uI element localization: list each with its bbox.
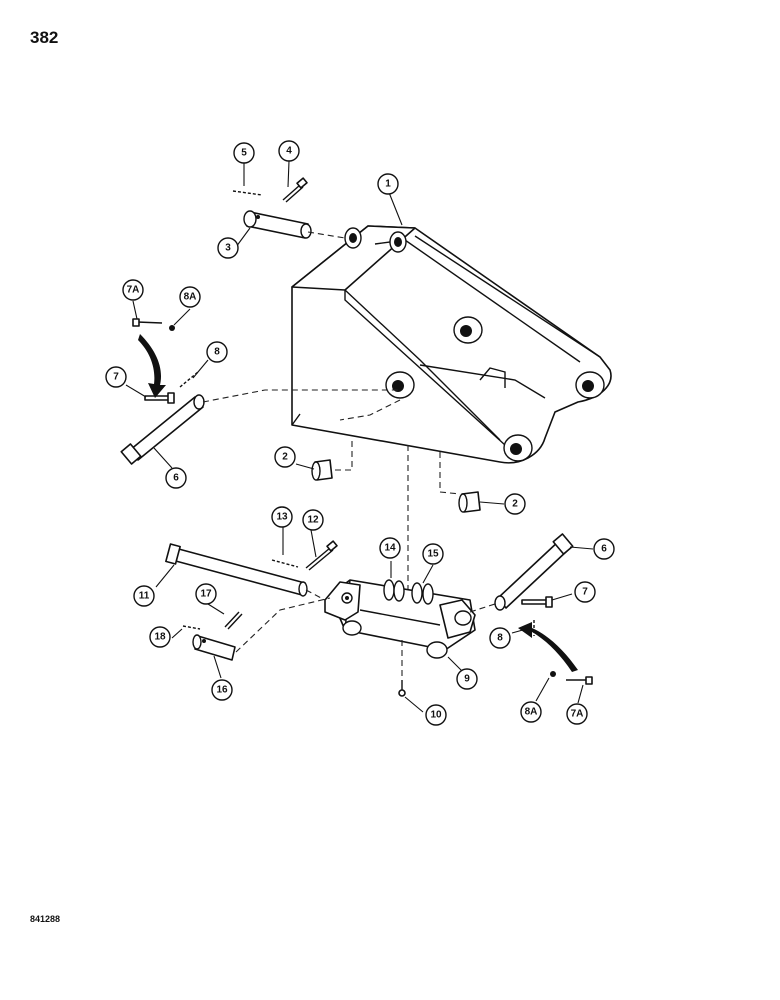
bolt-part <box>282 177 308 203</box>
svg-text:3: 3 <box>225 243 231 254</box>
svg-text:17: 17 <box>200 589 212 600</box>
svg-text:10: 10 <box>430 710 442 721</box>
svg-text:9: 9 <box>464 674 470 685</box>
left-lock-nut-part <box>169 325 175 331</box>
callout-9: 9 <box>456 668 478 690</box>
svg-text:7A: 7A <box>127 285 140 296</box>
short-pin-bolt-part <box>224 611 243 630</box>
svg-text:12: 12 <box>307 515 319 526</box>
left-lock-bolt-part <box>132 318 163 327</box>
callout-1: 1 <box>377 173 399 195</box>
pivot-block-part <box>324 579 476 659</box>
callout-8A-left: 8A <box>179 286 201 308</box>
callout-7A-left: 7A <box>122 279 144 301</box>
callout-10: 10 <box>425 704 447 726</box>
page-number: 382 <box>30 28 59 47</box>
svg-text:7: 7 <box>113 372 119 383</box>
long-pin-bolt-part <box>305 540 338 571</box>
bushing-part-right <box>458 491 481 513</box>
svg-text:8: 8 <box>497 633 503 644</box>
leader-lines <box>125 160 594 713</box>
svg-text:6: 6 <box>601 544 607 555</box>
svg-text:1: 1 <box>385 179 391 190</box>
right-pivot-pin-part <box>494 533 574 611</box>
callout-16: 16 <box>211 679 233 701</box>
callout-5: 5 <box>233 142 255 164</box>
grease-fitting-part <box>398 680 406 697</box>
callout-15: 15 <box>422 543 444 565</box>
long-pin-roll-pin-part <box>271 559 299 568</box>
main-frame-part <box>291 225 612 464</box>
left-roll-pin-part <box>179 371 199 388</box>
callout-18: 18 <box>149 626 171 648</box>
left-bolt-part <box>144 392 175 404</box>
svg-text:14: 14 <box>384 543 396 554</box>
callout-13: 13 <box>271 506 293 528</box>
right-arrow-icon <box>518 622 578 672</box>
callout-4: 4 <box>278 140 300 162</box>
svg-text:2: 2 <box>512 499 518 510</box>
svg-text:16: 16 <box>216 685 228 696</box>
left-arrow-icon <box>138 334 166 398</box>
left-pivot-pin-part <box>120 394 205 465</box>
svg-text:13: 13 <box>276 512 288 523</box>
svg-text:2: 2 <box>282 452 288 463</box>
short-pin-part <box>192 634 236 661</box>
svg-text:8A: 8A <box>184 292 197 303</box>
long-pin-part <box>165 543 308 597</box>
svg-text:6: 6 <box>173 473 179 484</box>
callout-2-left: 2 <box>274 446 296 468</box>
svg-text:7: 7 <box>582 587 588 598</box>
callout-17: 17 <box>195 583 217 605</box>
thrust-washers-part <box>411 582 434 605</box>
callout-3: 3 <box>217 237 239 259</box>
svg-text:8: 8 <box>214 347 220 358</box>
short-pin-roll-pin-part <box>182 625 201 630</box>
right-bolt-part <box>521 596 553 608</box>
callout-8-left: 8 <box>206 341 228 363</box>
callout-7-left: 7 <box>105 366 127 388</box>
callout-2-right: 2 <box>504 493 526 515</box>
callout-7-right: 7 <box>574 581 596 603</box>
roll-pin-part <box>232 190 263 196</box>
shim-washers-part <box>383 579 405 602</box>
callout-6-right: 6 <box>593 538 615 560</box>
callout-8A-right: 8A <box>520 701 542 723</box>
callout-7A-right: 7A <box>566 703 588 725</box>
svg-text:4: 4 <box>286 146 292 157</box>
svg-text:7A: 7A <box>571 709 584 720</box>
callout-12: 12 <box>302 509 324 531</box>
svg-text:18: 18 <box>154 632 166 643</box>
right-lock-nut-part <box>550 671 556 677</box>
callout-11: 11 <box>133 585 155 607</box>
callout-6-left: 6 <box>165 467 187 489</box>
svg-text:5: 5 <box>241 148 247 159</box>
callout-8-right: 8 <box>489 627 511 649</box>
svg-text:15: 15 <box>427 549 439 560</box>
callout-14: 14 <box>379 537 401 559</box>
figure-code: 841288 <box>30 914 61 924</box>
svg-text:8A: 8A <box>525 707 538 718</box>
bushing-part-left <box>311 459 333 481</box>
svg-text:11: 11 <box>139 591 150 602</box>
right-lock-bolt-part <box>566 676 593 685</box>
pivot-pin-part <box>243 210 312 239</box>
